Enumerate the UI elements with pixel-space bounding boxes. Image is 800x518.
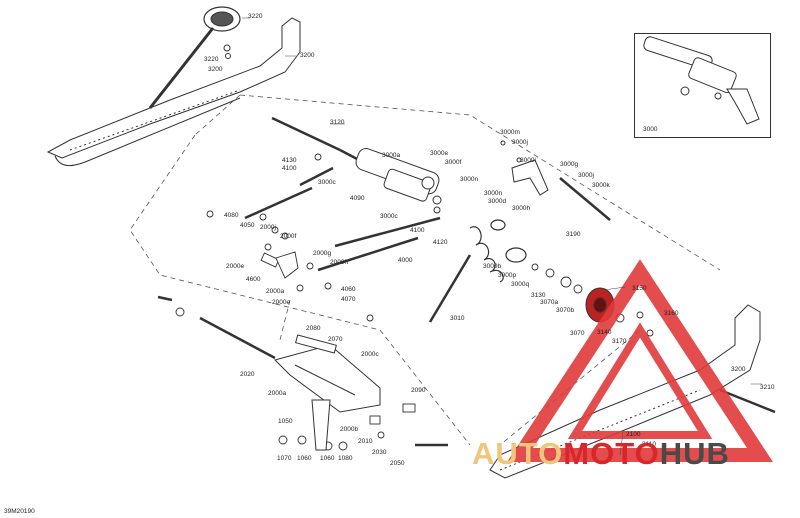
callout-3000f: 3000f xyxy=(445,159,462,166)
inset-part-number: 3000 xyxy=(643,126,658,133)
coil-spring-3000b xyxy=(469,219,527,283)
callout-2020: 2020 xyxy=(240,371,255,378)
callout-3160: 3160 xyxy=(664,310,679,317)
callout-3140: 3140 xyxy=(597,329,612,336)
left-rail xyxy=(46,17,301,166)
callout-3190: 3190 xyxy=(566,231,581,238)
watermark-logo: AUTOMOTOHUB xyxy=(472,436,730,472)
watermark-part-auto: AUTO xyxy=(472,436,564,471)
callout-2030: 2030 xyxy=(372,449,387,456)
callout-4600: 4600 xyxy=(246,276,261,283)
callout-2000h: 2000h xyxy=(330,259,349,266)
callout-4090: 4090 xyxy=(350,195,365,202)
callout-3000c1: 3000c xyxy=(318,179,336,186)
callout-3000g: 3000g xyxy=(560,161,579,168)
callout-3000b: 3000b xyxy=(483,263,502,270)
callout-3010: 3010 xyxy=(450,315,465,322)
callout-3000a: 3000a xyxy=(382,152,401,159)
callout-3200b: 3200 xyxy=(300,52,315,59)
callout-2010: 2010 xyxy=(358,438,373,445)
callout-4100a: 4100 xyxy=(282,165,297,172)
watermark-part-hub: HUB xyxy=(659,436,730,471)
shock-3000 xyxy=(355,140,549,214)
spring-assembly-3220 xyxy=(148,6,241,109)
callout-3000p: 3000p xyxy=(498,272,517,279)
watermark-triangle xyxy=(507,259,773,462)
document-id: 39M20190 xyxy=(4,508,35,515)
callout-2000g: 2000g xyxy=(313,250,332,257)
callout-2000e1: 2000e xyxy=(226,263,245,270)
watermark-part-moto: MOTO xyxy=(563,436,660,471)
callout-3000n2: 3000n xyxy=(484,190,503,197)
callout-3130: 3130 xyxy=(531,292,546,299)
callout-3150: 3150 xyxy=(632,285,647,292)
callout-3000d: 3000d xyxy=(488,198,507,205)
callout-1080: 1080 xyxy=(338,455,353,462)
inset-detail-box: 3000 xyxy=(634,33,771,138)
callout-3200a: 3200 xyxy=(208,66,223,73)
callout-4070: 4070 xyxy=(341,296,356,303)
callout-1060a: 1060 xyxy=(297,455,312,462)
callout-3170: 3170 xyxy=(612,338,627,345)
callout-4000: 4000 xyxy=(398,257,413,264)
callout-4120: 4120 xyxy=(433,239,448,246)
leader-lines xyxy=(242,17,762,456)
callout-3000n1: 3000n xyxy=(460,176,479,183)
callout-2090: 2090 xyxy=(411,387,426,394)
callout-3070b: 3070b xyxy=(556,307,575,314)
callout-4130: 4130 xyxy=(282,157,297,164)
callout-3200c: 3200 xyxy=(731,366,746,373)
callout-2000e2: 2000e xyxy=(272,299,291,306)
swing-arm-2000 xyxy=(274,334,381,451)
callout-2000a1: 2000a xyxy=(266,288,285,295)
callout-4050: 4050 xyxy=(240,222,255,229)
callout-3000q: 3000q xyxy=(511,281,530,288)
callout-1060b: 1060 xyxy=(320,455,335,462)
callout-4100b: 4100 xyxy=(410,227,425,234)
callout-2000b: 2000b xyxy=(340,426,359,433)
callout-2000f: 2000f xyxy=(280,233,297,240)
callout-3000e: 3000e xyxy=(430,150,449,157)
callout-3000c2: 3000c xyxy=(380,213,398,220)
callout-3000k: 3000k xyxy=(592,182,610,189)
callout-2110: 2110 xyxy=(642,441,656,448)
callout-3000i: 3000i xyxy=(520,157,536,164)
callout-2000j: 2000j xyxy=(260,224,276,231)
callout-3210: 3210 xyxy=(760,384,775,391)
hardware xyxy=(175,153,654,451)
callout-3220b: 3220 xyxy=(204,56,219,63)
callout-3120: 3120 xyxy=(330,119,345,126)
callout-2070: 2070 xyxy=(328,336,343,343)
callout-1050: 1050 xyxy=(278,418,293,425)
callout-3000j1: 3000j xyxy=(512,139,528,146)
callout-2080: 2080 xyxy=(306,325,321,332)
callout-3000j2: 3000j xyxy=(578,172,594,179)
callout-3220a: 3220 xyxy=(248,13,263,20)
callout-4060: 4060 xyxy=(341,286,356,293)
callout-2100: 2100 xyxy=(626,431,641,438)
callout-3000h: 3000h xyxy=(512,205,531,212)
callout-1070: 1070 xyxy=(277,455,292,462)
callout-2050: 2050 xyxy=(390,460,405,467)
callout-3000m: 3000m xyxy=(500,129,520,136)
callout-2000a2: 2000a xyxy=(268,390,287,397)
callout-3070a: 3070a xyxy=(540,299,559,306)
callout-2000c: 2000c xyxy=(361,351,379,358)
callout-4080: 4080 xyxy=(224,212,239,219)
callout-3070: 3070 xyxy=(570,330,585,337)
shock-detail-drawing xyxy=(643,36,760,125)
